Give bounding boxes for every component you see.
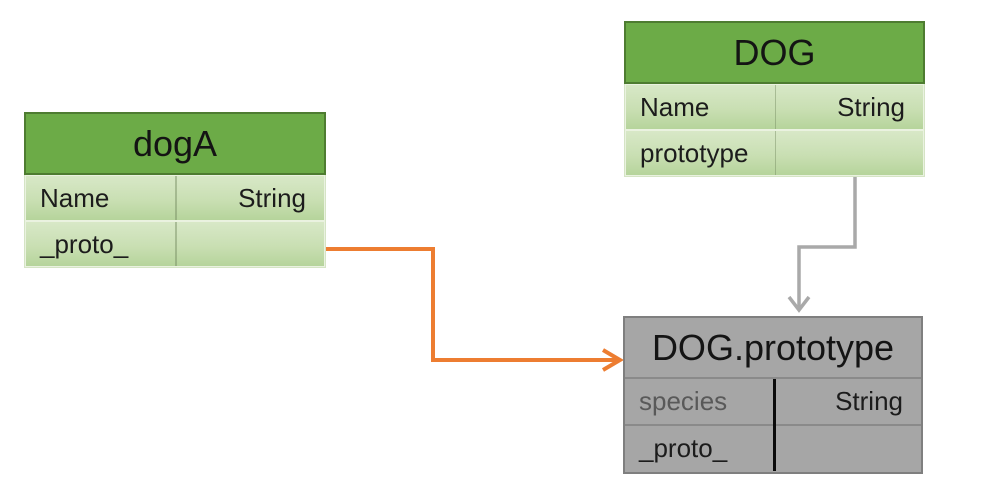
property-label: species	[639, 386, 728, 416]
property-value: String	[238, 182, 306, 213]
property-row-species: species String	[625, 379, 921, 426]
box-title-dogA: dogA	[24, 112, 326, 175]
property-value	[773, 131, 924, 175]
arrow-DOG-line	[797, 155, 857, 308]
property-value: String	[837, 91, 905, 122]
arrow-DOG-arrowhead-icon	[787, 295, 811, 313]
arrow-DOG-to-prototype	[787, 155, 857, 313]
object-box-dogA: dogA Name String _proto_	[24, 112, 326, 268]
property-label: prototype	[640, 137, 749, 168]
box-title-DOG: DOG	[624, 21, 925, 84]
property-row-name: Name String	[26, 176, 324, 220]
property-value	[173, 222, 324, 266]
property-value: String	[835, 386, 903, 416]
property-row-proto: _proto_	[26, 222, 324, 266]
box-body-DOG-prototype: species String _proto_	[625, 379, 921, 471]
object-box-DOG-prototype: DOG.prototype species String _proto_	[623, 316, 923, 474]
property-label: _proto_	[639, 433, 728, 463]
box-body-dogA: Name String _proto_	[24, 175, 326, 268]
property-label: Name	[640, 91, 710, 122]
property-label: Name	[40, 182, 110, 213]
property-row-proto: _proto_	[625, 426, 921, 471]
box-body-DOG: Name String prototype	[624, 84, 925, 177]
box-title-DOG-prototype: DOG.prototype	[625, 318, 921, 379]
property-value	[771, 426, 921, 471]
property-label: _proto_	[40, 228, 129, 259]
property-row-name: Name String	[626, 85, 923, 129]
object-box-DOG: DOG Name String prototype	[624, 21, 925, 177]
arrow-dogA-arrowhead-icon	[601, 348, 624, 372]
property-row-prototype: prototype	[626, 131, 923, 175]
